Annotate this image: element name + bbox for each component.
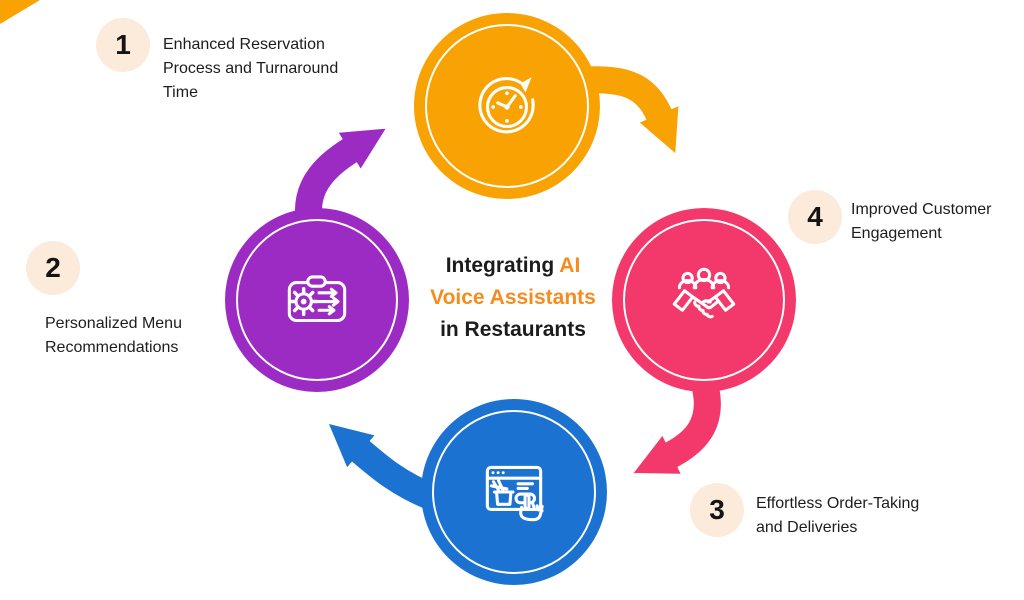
arrow-engagement-to-order [633, 378, 721, 474]
node-circle-reservation [414, 13, 600, 199]
step-label-engagement: Improved Customer Engagement [851, 201, 992, 242]
node-inner-ring [236, 219, 398, 381]
node-circle-order [421, 399, 607, 585]
step-number: 4 [807, 201, 823, 232]
handshake-icon [672, 267, 736, 319]
node-inner-ring [432, 410, 596, 574]
node-inner-ring [623, 219, 785, 381]
step-label-order: Effortless Order-Taking and Deliveries [756, 495, 920, 536]
step-number-badge-1: 1 [96, 18, 150, 72]
arrow-reservation-to-engagement [584, 66, 679, 154]
clock-turnaround-icon [478, 77, 535, 134]
online-order-icon [485, 465, 544, 522]
title-line-1: Integrating AI [445, 254, 581, 277]
title-line-3: in Restaurants [440, 318, 586, 341]
title-line-2: Voice Assistants [430, 286, 596, 309]
step-label-reservation: Enhanced Reservation Process and Turnaro… [163, 36, 339, 101]
step-number-badge-4: 4 [788, 190, 842, 244]
step-number: 1 [115, 29, 131, 60]
step-number-badge-3: 3 [690, 483, 744, 537]
step-number: 2 [45, 252, 61, 283]
step-number-badge-2: 2 [26, 241, 80, 295]
step-label-menu: Personalized Menu Recommendations [45, 315, 182, 356]
center-title: Integrating AI Voice Assistants in Resta… [377, 250, 649, 346]
node-circle-menu [225, 208, 409, 392]
node-inner-ring [425, 24, 589, 188]
menu-settings-icon [287, 275, 347, 323]
node-circle-engagement [612, 208, 796, 392]
step-number: 3 [709, 494, 725, 525]
